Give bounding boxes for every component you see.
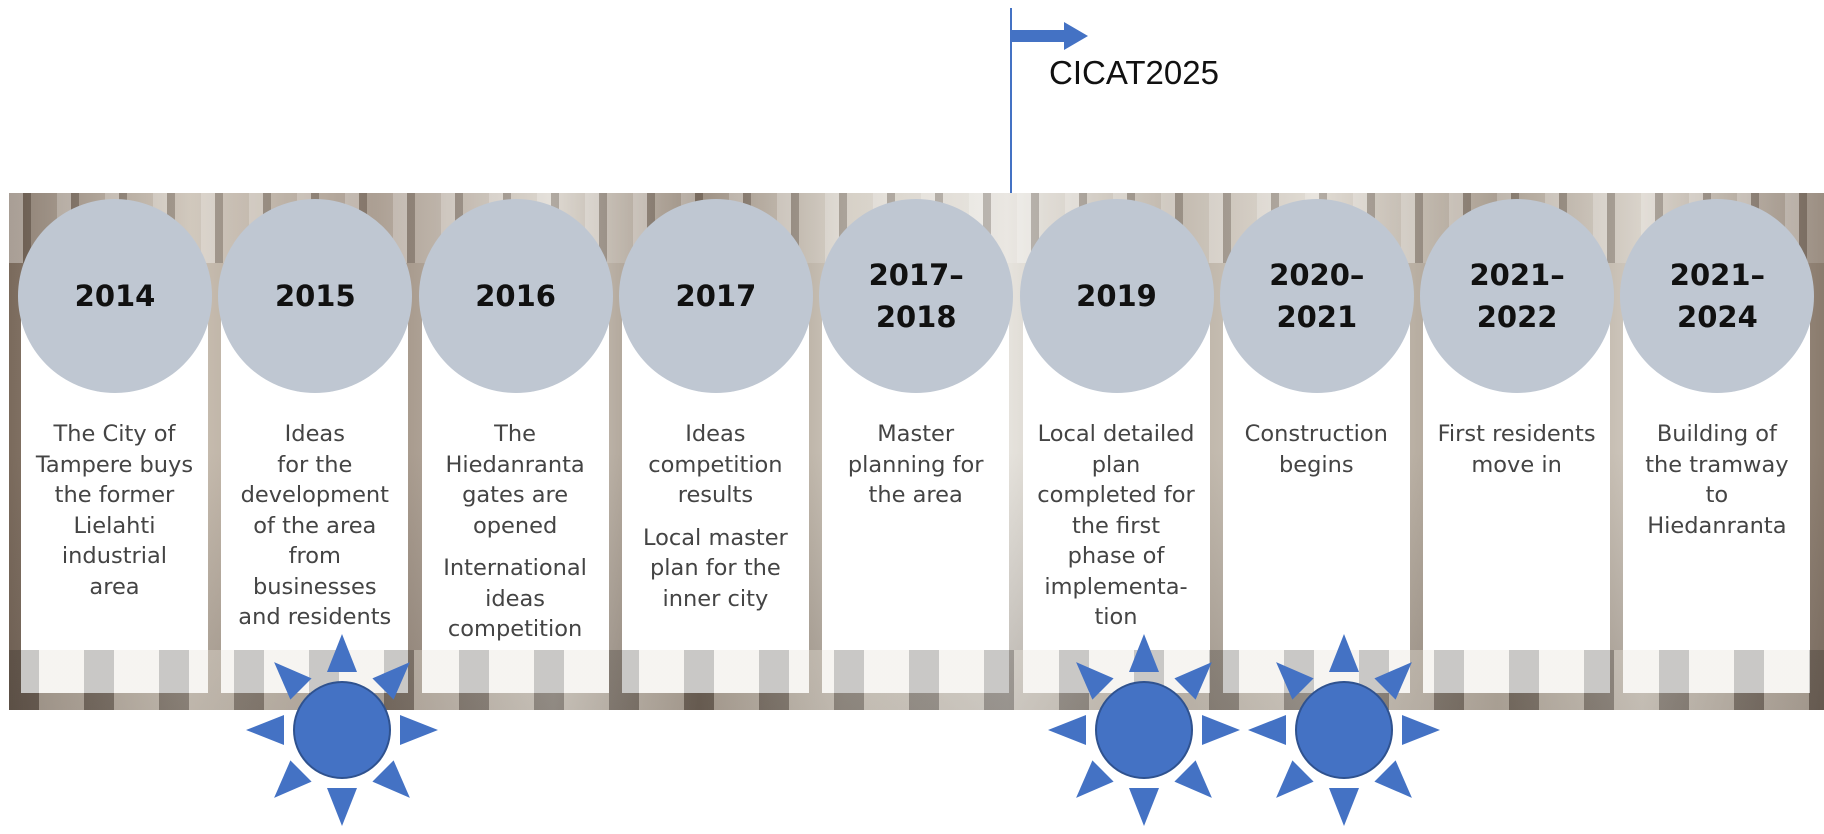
milestone-text: The Hiedanranta gates are opened (445, 421, 585, 539)
right-arrow-icon (1010, 22, 1088, 50)
year-circle: 2021– 2022 (1420, 199, 1615, 393)
year-circle: 2017 (618, 199, 813, 393)
year-circle: 2016 (418, 199, 613, 393)
year-circle: 2020– 2021 (1219, 199, 1414, 393)
milestone-description: Local detailed plan completed for the fi… (1029, 419, 1204, 645)
year-circle: 2017– 2018 (819, 199, 1014, 393)
sun-icon (242, 630, 442, 830)
year-circle: 2014 (18, 199, 212, 393)
year-circle: 2021– 2024 (1620, 199, 1815, 393)
milestone-text: First residents move in (1437, 421, 1596, 478)
cicat-marker-label: CICAT2025 (1049, 54, 1219, 91)
milestone-description: Construction begins (1229, 419, 1404, 492)
milestone-text: Building of the tramway to Hiedanranta (1645, 421, 1789, 539)
sun-icon (1044, 630, 1244, 830)
milestone-text: Construction begins (1244, 421, 1388, 478)
milestone-text: Master planning for the area (847, 421, 984, 508)
milestone-text: Ideas competition results (648, 421, 783, 508)
sun-icon (1244, 630, 1444, 830)
milestone-description: Building of the tramway to Hiedanranta (1629, 419, 1804, 553)
milestone-description: Ideas for the development of the area fr… (227, 419, 402, 645)
year-circle: 2015 (218, 199, 413, 393)
milestone-description: Master planning for the area (828, 419, 1003, 523)
milestone-text: Ideas for the development of the area fr… (238, 421, 392, 630)
year-circle: 2019 (1019, 199, 1214, 393)
milestone-description: First residents move in (1429, 419, 1604, 492)
cicat-marker-line (1010, 8, 1012, 194)
milestone-description: The City of Tampere buys the former Liel… (27, 419, 202, 614)
milestone-text: The City of Tampere buys the former Liel… (35, 421, 194, 600)
milestone-text: Local detailed plan completed for the fi… (1037, 421, 1195, 630)
milestone-text: International ideas competition (443, 555, 587, 642)
milestone-text: Local master plan for the inner city (642, 524, 788, 612)
